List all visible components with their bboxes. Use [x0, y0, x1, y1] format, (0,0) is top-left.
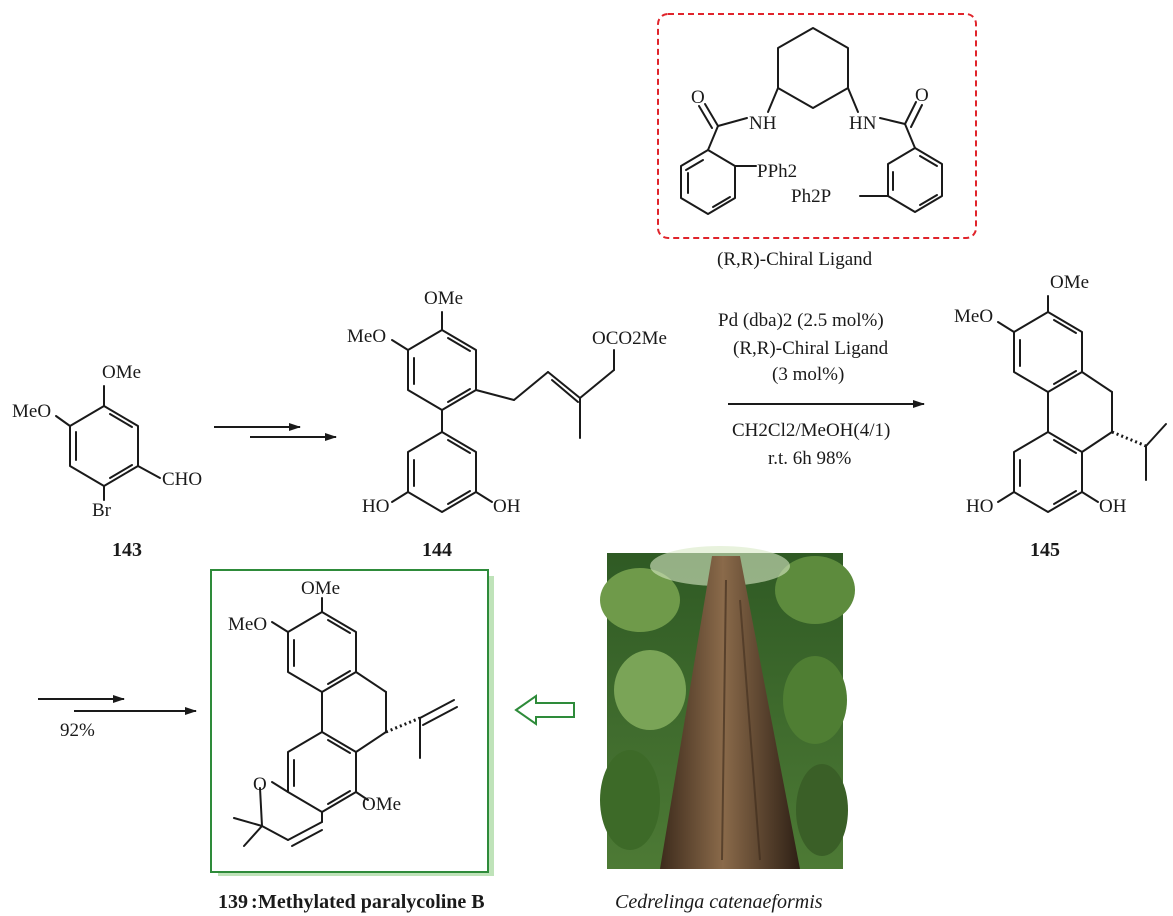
c139-meo: MeO — [228, 614, 267, 635]
c139-name: Methylated paralycoline B — [258, 891, 485, 913]
c143-id: 143 — [112, 539, 142, 561]
c139-ome-top: OMe — [301, 578, 340, 599]
ligand-atom-ph2p: Ph2P — [791, 186, 831, 207]
c144-id: 144 — [422, 539, 452, 561]
ligand-atom-nh: NH — [749, 113, 777, 134]
c145-meo: MeO — [954, 306, 993, 327]
c139-id: 139 — [218, 891, 248, 913]
ligand-atom-hn: HN — [849, 113, 877, 134]
ligand-atom-pph2: PPh2 — [757, 161, 797, 182]
c144-oh: OH — [493, 496, 521, 517]
c144-meo: MeO — [347, 326, 386, 347]
product-box — [210, 569, 489, 873]
c143-cho: CHO — [162, 469, 202, 490]
c143-meo: MeO — [12, 401, 51, 422]
ligand-atom-o-right: O — [915, 85, 929, 106]
c143-br: Br — [92, 500, 112, 521]
compound-139-structure — [233, 597, 458, 847]
ligand-box — [657, 13, 977, 239]
c139-ome-bottom: OMe — [362, 794, 401, 815]
c145-ho: HO — [966, 496, 993, 517]
c145-ome: OMe — [1050, 272, 1089, 293]
tree-photo — [600, 546, 855, 869]
c139-o-ring: O — [253, 774, 267, 795]
cond-line3: (3 mol%) — [772, 364, 844, 385]
c144-oco2me: OCO2Me — [592, 328, 667, 349]
cond-line1: Pd (dba)2 (2.5 mol%) — [718, 310, 884, 331]
compound-144-structure — [391, 311, 615, 513]
c139-colon: : — [251, 891, 258, 913]
cond-line5: r.t. 6h 98% — [768, 448, 852, 469]
c144-ho: HO — [362, 496, 389, 517]
c143-ome: OMe — [102, 362, 141, 383]
c144-ome: OMe — [424, 288, 463, 309]
compound-143-structure — [55, 385, 161, 501]
c145-oh: OH — [1099, 496, 1127, 517]
ligand-structure — [680, 27, 943, 215]
c145-id: 145 — [1030, 539, 1060, 561]
cond-line2: (R,R)-Chiral Ligand — [733, 338, 889, 359]
cond-line4: CH2Cl2/MeOH(4/1) — [732, 420, 890, 441]
source-species: Cedrelinga catenaeformis — [615, 891, 823, 913]
compound-145-structure — [997, 295, 1167, 513]
ligand-atom-o-left: O — [691, 87, 705, 108]
ligand-name: (R,R)-Chiral Ligand — [717, 249, 873, 270]
cond-final-yield: 92% — [60, 720, 95, 741]
source-arrow — [514, 694, 575, 726]
